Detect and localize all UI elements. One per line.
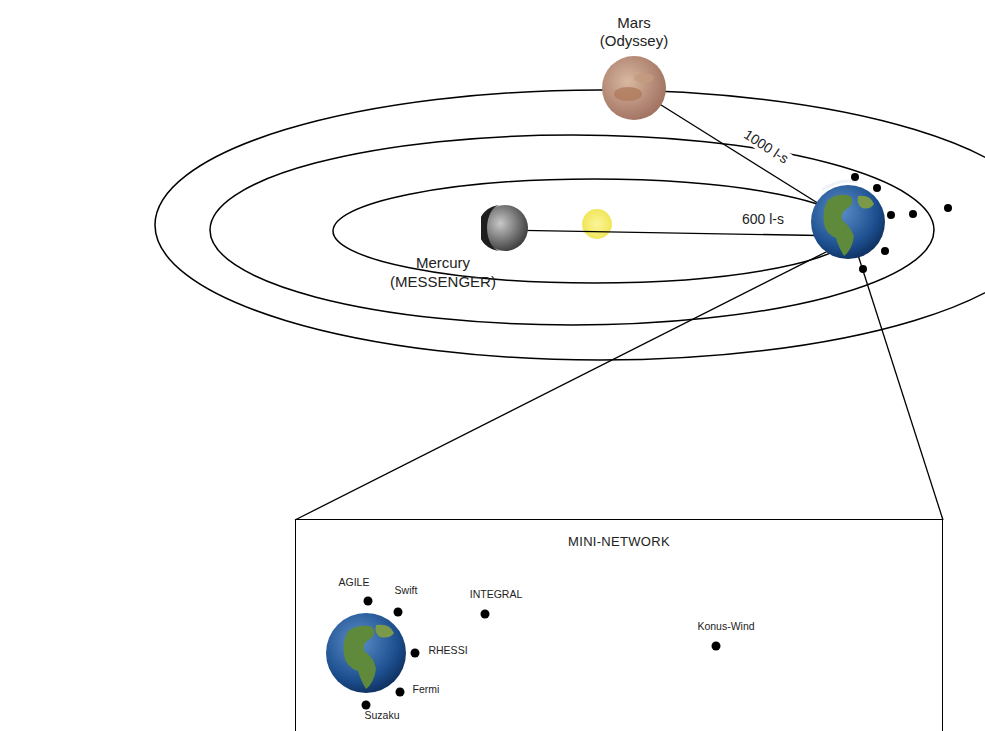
surface-mark (614, 87, 642, 101)
mercury-orbit (333, 179, 855, 283)
satellite-dot (364, 597, 373, 606)
satellite-dot (362, 701, 371, 710)
earth-small (326, 613, 406, 693)
satellite-dot (411, 649, 420, 658)
mars-planet (601, 55, 667, 121)
satellite-name: RHESSI (428, 645, 467, 657)
planet-shadow (481, 205, 501, 251)
earth-orbit (210, 135, 934, 325)
zoom-line (858, 255, 943, 520)
zoom-line (295, 250, 830, 520)
satellite-dot (712, 642, 721, 651)
surface-mark (634, 73, 654, 83)
satellite-dot (481, 610, 490, 619)
sun (582, 209, 612, 239)
satellite-name: Fermi (413, 684, 440, 696)
planet-circle: Mars (Odyssey) (601, 55, 667, 121)
mercury-planet (481, 204, 529, 252)
planet-circle: Mercury (MESSENGER) (481, 204, 529, 252)
satellite-dot (396, 688, 405, 697)
satellite-name: Konus-Wind (697, 621, 754, 633)
planet-name: Mars (Odyssey) (589, 14, 679, 52)
distance-line (505, 230, 848, 236)
inset-box: MINI-NETWORK (295, 519, 943, 731)
planet-name: Mercury (MESSENGER) (387, 254, 499, 292)
satellite-name: Suzaku (364, 710, 399, 722)
inset-title: MINI-NETWORK (296, 534, 942, 550)
distance-label: 600 l-s (742, 212, 784, 227)
satellite-name: Swift (395, 585, 418, 597)
satellite-name: INTEGRAL (470, 589, 523, 601)
planet-disc (602, 56, 666, 120)
satellite-name: AGILE (339, 577, 370, 589)
distance-line (634, 88, 848, 222)
earth (811, 181, 885, 259)
mars-orbit (155, 90, 985, 360)
mini-network-illustration (296, 520, 944, 731)
satellite-dots (851, 173, 952, 273)
satellite-dot (394, 608, 403, 617)
